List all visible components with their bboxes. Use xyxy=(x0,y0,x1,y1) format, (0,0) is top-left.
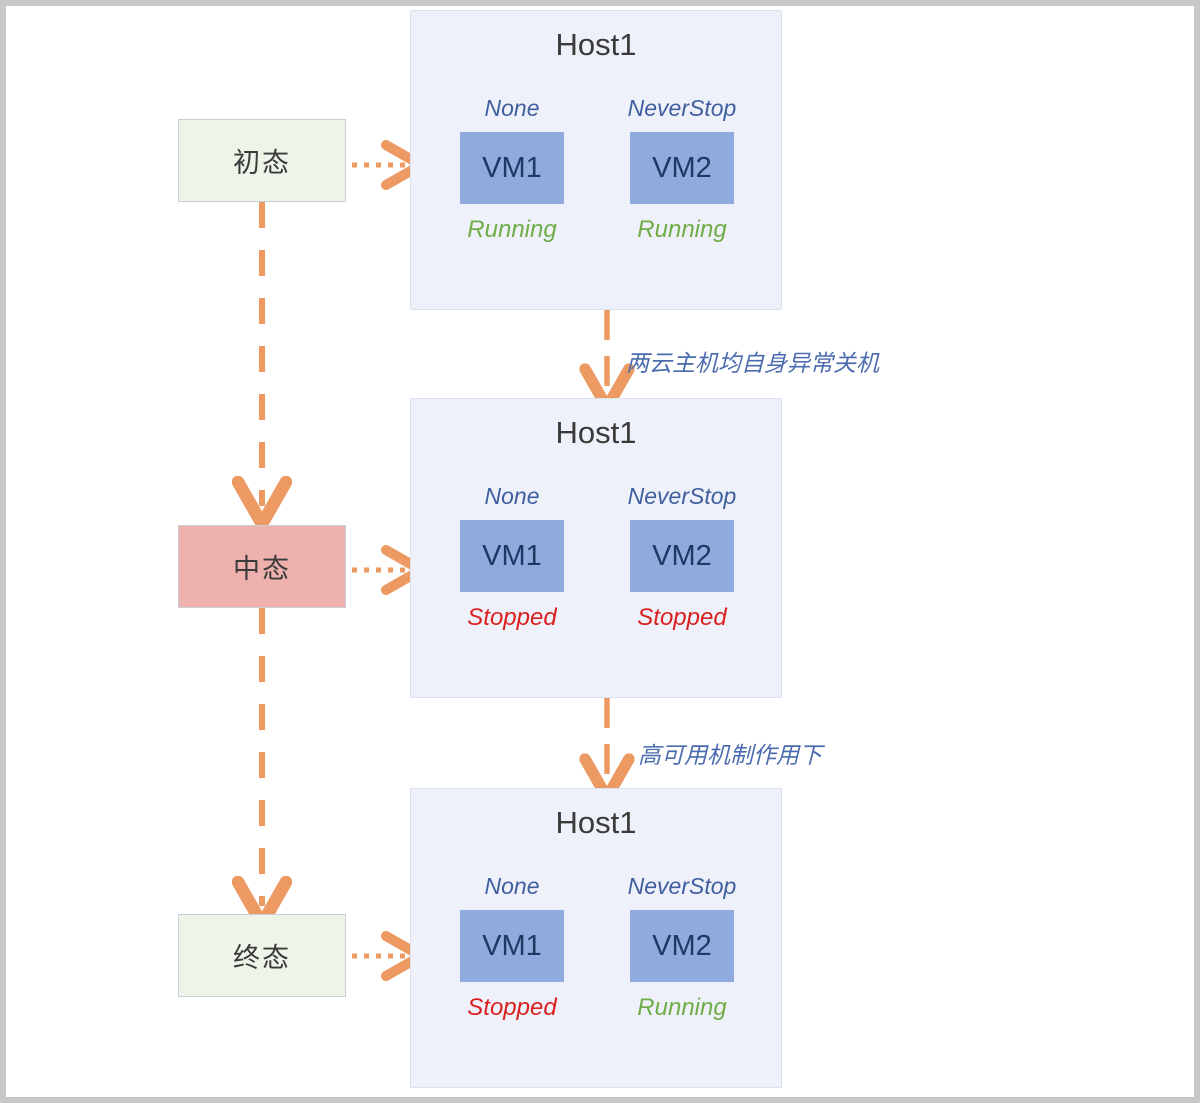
state-label-final: 终态 xyxy=(233,943,291,974)
vm-column-stage-2-vm1: None VM1 Stopped xyxy=(437,485,587,630)
vm-policy-stage-2-vm1: None xyxy=(484,483,540,509)
state-label-initial: 初态 xyxy=(233,148,291,179)
vm-status-stage-1-vm2: Running xyxy=(637,216,727,243)
host-box-stage-3[interactable]: Host1 None VM1 Stopped NeverStop VM2 Run… xyxy=(410,788,782,1088)
transition-label-2: 高可用机制作用下 xyxy=(638,743,822,769)
vm-column-stage-3-vm1: None VM1 Stopped xyxy=(437,875,587,1020)
state-box-initial[interactable]: 初态 xyxy=(178,119,346,202)
vm-status-stage-3-vm1: Stopped xyxy=(467,994,557,1021)
vm-policy-stage-1-vm2: NeverStop xyxy=(627,95,737,121)
state-box-final[interactable]: 终态 xyxy=(178,914,346,997)
vm-block-stage-2-vm1[interactable]: VM1 xyxy=(460,520,564,592)
host-box-stage-2[interactable]: Host1 None VM1 Stopped NeverStop VM2 Sto… xyxy=(410,398,782,698)
vm-block-stage-3-vm2[interactable]: VM2 xyxy=(630,910,734,982)
vm-policy-stage-3-vm2: NeverStop xyxy=(627,873,737,899)
vm-status-stage-1-vm1: Running xyxy=(467,216,557,243)
host-title-stage-1: Host1 xyxy=(555,27,637,62)
vm-block-stage-3-vm1[interactable]: VM1 xyxy=(460,910,564,982)
vm-column-stage-2-vm2: NeverStop VM2 Stopped xyxy=(607,485,757,630)
vm-status-stage-2-vm2: Stopped xyxy=(637,604,727,631)
vm-column-stage-1-vm1: None VM1 Running xyxy=(437,97,587,242)
diagram-inner-surface: 初态 中态 终态 Host1 None VM1 Running NeverSto… xyxy=(6,6,1194,1097)
vm-status-stage-3-vm2: Running xyxy=(637,994,727,1021)
state-box-middle[interactable]: 中态 xyxy=(178,525,346,608)
vm-block-stage-2-vm2[interactable]: VM2 xyxy=(630,520,734,592)
transition-label-1: 两云主机均自身异常关机 xyxy=(626,351,879,377)
vm-column-stage-1-vm2: NeverStop VM2 Running xyxy=(607,97,757,242)
host-box-stage-1[interactable]: Host1 None VM1 Running NeverStop VM2 Run… xyxy=(410,10,782,310)
host-title-stage-3: Host1 xyxy=(555,805,637,840)
state-label-middle: 中态 xyxy=(233,554,291,585)
vm-block-stage-1-vm1[interactable]: VM1 xyxy=(460,132,564,204)
host-title-stage-2: Host1 xyxy=(555,415,637,450)
vm-block-stage-1-vm2[interactable]: VM2 xyxy=(630,132,734,204)
vm-policy-stage-1-vm1: None xyxy=(484,95,540,121)
vm-column-stage-3-vm2: NeverStop VM2 Running xyxy=(607,875,757,1020)
vm-policy-stage-3-vm1: None xyxy=(484,873,540,899)
vm-policy-stage-2-vm2: NeverStop xyxy=(627,483,737,509)
vm-status-stage-2-vm1: Stopped xyxy=(467,604,557,631)
